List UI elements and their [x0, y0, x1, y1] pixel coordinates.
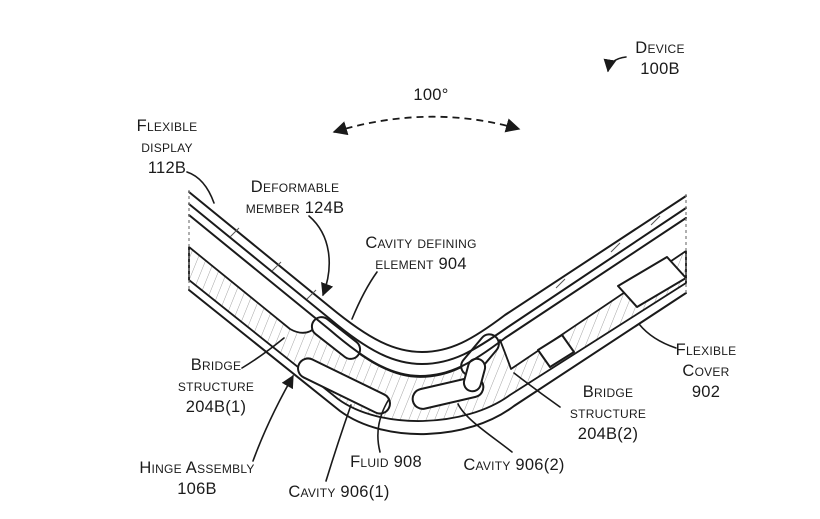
device-leader-arrow — [603, 56, 627, 73]
deformable-member-leader-arrow — [308, 215, 334, 297]
label-cavity-2: Cavity 906(2) — [463, 456, 565, 474]
flexible-cover-leader — [638, 323, 677, 349]
label-cavity-defining-element: Cavity defining element 904 — [365, 234, 477, 273]
hinge-assembly-leader-arrow — [252, 374, 294, 462]
cavity-shape-lower-left — [297, 357, 391, 415]
label-device: Device 100B — [635, 38, 684, 80]
label-deformable-member: Deformable member 124B — [245, 178, 345, 217]
fluid-leader — [377, 398, 390, 453]
flexible-display-leader — [186, 171, 215, 204]
segment-block-inner — [537, 334, 575, 368]
cavity-shape-mid-right — [462, 357, 487, 393]
cavity-2-leader — [457, 403, 513, 453]
flexible-display-layers — [188, 191, 687, 378]
label-bridge-structure-1: Bridge structure 204B(1) — [177, 356, 255, 416]
bridge-structure-2-leader — [513, 372, 561, 408]
cavity-shape-upper-left — [310, 316, 362, 360]
layer-tick-marks — [229, 215, 661, 300]
cavity-1-leader — [325, 404, 352, 482]
label-bridge-structure-2: Bridge structure 204B(2) — [569, 383, 647, 443]
flexible-cover-layer — [188, 289, 687, 436]
section-cut-edges — [188, 190, 687, 295]
bridge-segment-blocks — [537, 256, 687, 368]
fold-angle-value: 100° — [413, 86, 449, 104]
label-fluid: Fluid 908 — [350, 453, 422, 471]
label-hinge-assembly: Hinge Assembly 106B — [139, 459, 255, 498]
cavity-defining-element-leader — [351, 271, 378, 320]
label-flexible-cover: Flexible Cover 902 — [675, 341, 737, 401]
label-device-line2: 100B — [640, 60, 680, 78]
label-fold-angle: 100° — [413, 85, 448, 106]
label-flexible-display: Flexible display 112B — [136, 117, 198, 177]
bridge-structure-1-leader — [241, 337, 285, 369]
leader-lines — [186, 56, 677, 482]
label-cavity-1: Cavity 906(1) — [288, 483, 390, 501]
label-device-line1: Device — [635, 39, 685, 57]
fold-angle-arc — [332, 115, 521, 136]
